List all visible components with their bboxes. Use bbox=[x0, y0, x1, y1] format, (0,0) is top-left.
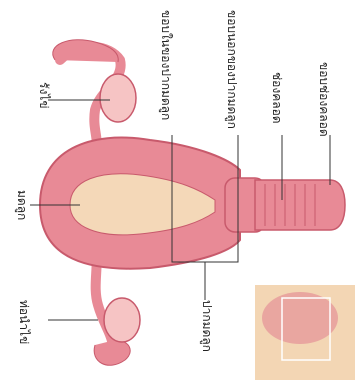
vagina-shape bbox=[255, 180, 345, 230]
inset-tissue bbox=[262, 292, 338, 344]
ovary-upper bbox=[100, 74, 136, 122]
label-external-os: ขอบนอกของปากมดลูก bbox=[226, 10, 238, 129]
fimbriae-lower bbox=[94, 340, 130, 365]
fimbriae-upper bbox=[53, 40, 119, 62]
label-vagina: ช่องคลอด bbox=[271, 72, 283, 124]
ovary-lower bbox=[104, 298, 140, 342]
label-cervix: ปากมดลูก bbox=[201, 300, 213, 352]
label-fallopian-tube: ท่อนำไข่ bbox=[18, 300, 30, 344]
label-vaginal-opening: ขอบช่องคลอด bbox=[318, 62, 330, 137]
label-ovary: รังไข่ bbox=[38, 82, 50, 109]
label-internal-os: ขอบในของปากมดลูก bbox=[160, 10, 172, 120]
label-uterus: มดลูก bbox=[16, 190, 28, 220]
